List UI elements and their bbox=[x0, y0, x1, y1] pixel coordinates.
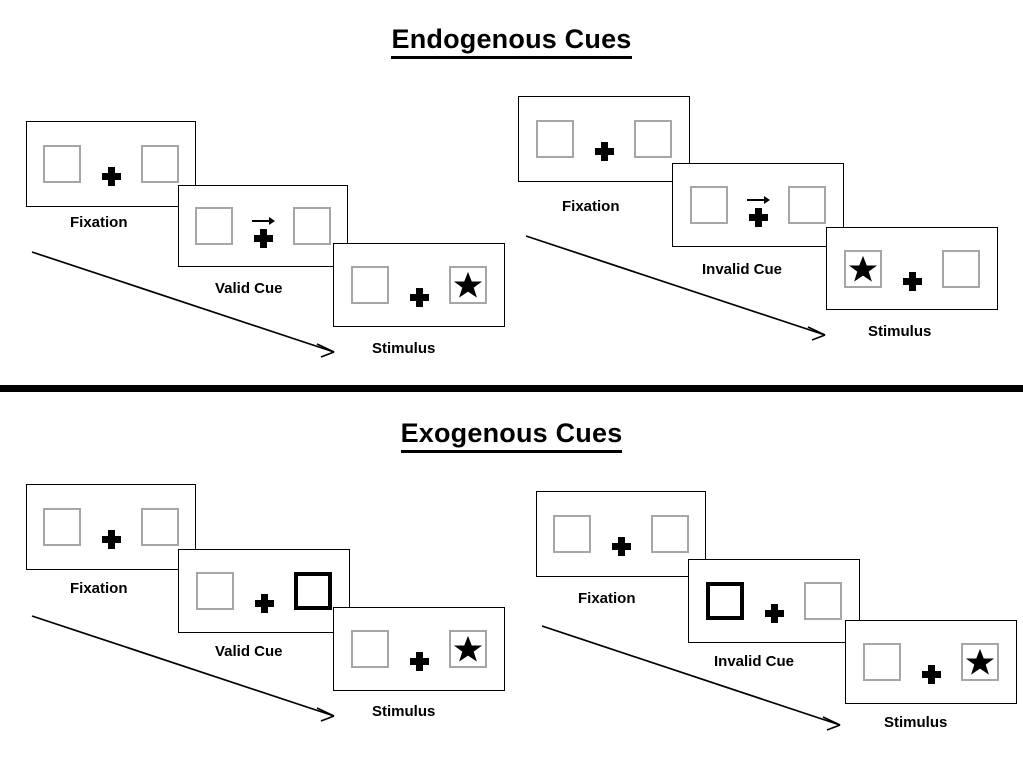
center-stack bbox=[251, 204, 275, 248]
panel-exogenous-valid-stimulus bbox=[333, 607, 505, 691]
cue-arrow-right-icon bbox=[252, 217, 275, 225]
center-stack bbox=[407, 627, 431, 671]
left-box bbox=[196, 572, 234, 610]
center-stack bbox=[919, 640, 943, 684]
fixation-cross-icon bbox=[409, 288, 429, 307]
fixation-cross-icon bbox=[409, 652, 429, 671]
fixation-cross-icon bbox=[921, 665, 941, 684]
center-stack bbox=[99, 505, 123, 549]
caption-endogenous-valid-fixation: Fixation bbox=[70, 214, 128, 231]
right-box bbox=[293, 207, 331, 245]
center-stack bbox=[592, 117, 616, 161]
left-box bbox=[351, 630, 389, 668]
right-box bbox=[449, 266, 487, 304]
fixation-cross-icon bbox=[902, 271, 922, 291]
panel-endogenous-invalid-stimulus bbox=[826, 227, 998, 310]
time-arrow-endogenous-valid bbox=[31, 251, 335, 358]
star-icon bbox=[453, 271, 483, 298]
caption-exogenous-valid-fixation: Fixation bbox=[70, 580, 128, 597]
section-divider bbox=[0, 385, 1023, 392]
time-arrow-exogenous-invalid bbox=[541, 625, 841, 731]
fixation-cross-icon bbox=[594, 142, 614, 161]
right-box bbox=[804, 582, 842, 620]
left-box bbox=[195, 207, 233, 245]
time-arrow-exogenous-valid bbox=[31, 615, 335, 722]
right-box bbox=[788, 186, 826, 224]
caption-endogenous-valid-cue: Valid Cue bbox=[215, 280, 283, 297]
star-icon bbox=[848, 255, 878, 282]
fixation-cross-icon bbox=[748, 208, 768, 227]
caption-exogenous-invalid-cue: Invalid Cue bbox=[714, 653, 795, 670]
caption-endogenous-invalid-stimulus: Stimulus bbox=[868, 323, 932, 340]
right-box bbox=[942, 249, 980, 288]
left-box bbox=[43, 508, 81, 546]
left-box-cued bbox=[706, 582, 744, 620]
caption-exogenous-valid-stimulus: Stimulus bbox=[372, 703, 436, 720]
center-stack bbox=[252, 569, 276, 613]
section-title-endogenous-text: Endogenous Cues bbox=[391, 24, 632, 59]
time-arrow-endogenous-invalid bbox=[525, 235, 826, 341]
panel-exogenous-valid-cue bbox=[178, 549, 350, 633]
center-stack bbox=[900, 247, 924, 291]
left-box bbox=[43, 145, 81, 183]
left-box bbox=[863, 643, 901, 681]
left-box bbox=[536, 120, 574, 158]
section-title-exogenous-text: Exogenous Cues bbox=[400, 418, 623, 453]
right-box bbox=[961, 643, 999, 681]
center-stack bbox=[609, 512, 633, 556]
caption-exogenous-invalid-fixation: Fixation bbox=[578, 590, 636, 607]
left-box bbox=[553, 515, 591, 553]
panel-endogenous-valid-fixation bbox=[26, 121, 196, 207]
fixation-cross-icon bbox=[253, 229, 273, 248]
right-box bbox=[449, 630, 487, 668]
panel-endogenous-invalid-fixation bbox=[518, 96, 690, 182]
star-icon bbox=[965, 648, 995, 675]
fixation-cross-icon bbox=[101, 530, 121, 549]
center-stack bbox=[407, 263, 431, 307]
caption-exogenous-valid-cue: Valid Cue bbox=[215, 643, 283, 660]
panel-endogenous-valid-stimulus bbox=[333, 243, 505, 327]
right-box-cued bbox=[294, 572, 332, 610]
panel-exogenous-invalid-cue bbox=[688, 559, 860, 643]
star-icon bbox=[453, 635, 483, 662]
panel-exogenous-invalid-fixation bbox=[536, 491, 706, 577]
right-box bbox=[141, 508, 179, 546]
panel-endogenous-valid-cue bbox=[178, 185, 348, 267]
caption-exogenous-invalid-stimulus: Stimulus bbox=[884, 714, 948, 731]
left-box bbox=[351, 266, 389, 304]
section-title-endogenous: Endogenous Cues bbox=[0, 24, 1023, 59]
center-stack bbox=[762, 579, 786, 623]
left-box bbox=[844, 249, 882, 288]
section-title-exogenous: Exogenous Cues bbox=[0, 418, 1023, 453]
right-box bbox=[634, 120, 672, 158]
fixation-cross-icon bbox=[611, 537, 631, 556]
center-stack bbox=[99, 142, 123, 186]
panel-exogenous-invalid-stimulus bbox=[845, 620, 1017, 704]
fixation-cross-icon bbox=[764, 604, 784, 623]
fixation-cross-icon bbox=[254, 594, 274, 613]
caption-endogenous-invalid-fixation: Fixation bbox=[562, 198, 620, 215]
panel-endogenous-invalid-cue bbox=[672, 163, 844, 247]
caption-endogenous-invalid-cue: Invalid Cue bbox=[702, 261, 783, 278]
right-box bbox=[141, 145, 179, 183]
fixation-cross-icon bbox=[101, 167, 121, 186]
right-box bbox=[651, 515, 689, 553]
center-stack bbox=[746, 183, 770, 227]
cue-arrow-right-icon bbox=[747, 196, 770, 204]
panel-exogenous-valid-fixation bbox=[26, 484, 196, 570]
caption-endogenous-valid-stimulus: Stimulus bbox=[372, 340, 436, 357]
left-box bbox=[690, 186, 728, 224]
